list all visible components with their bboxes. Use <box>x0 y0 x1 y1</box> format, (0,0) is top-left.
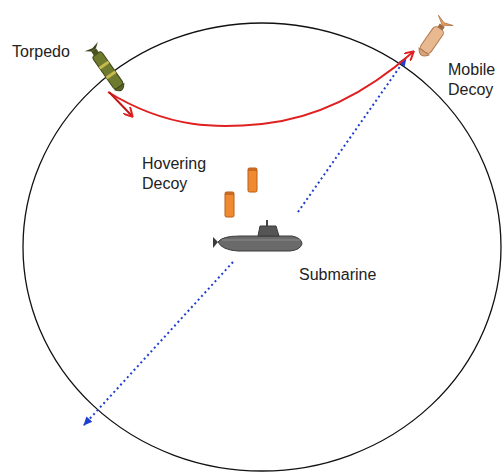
torpedo-track <box>108 52 413 126</box>
mobile-decoy-icon <box>414 15 453 60</box>
range-circle <box>23 23 501 471</box>
evasion-path <box>84 262 233 425</box>
torpedo-icon <box>85 42 129 95</box>
submarine-label: Submarine <box>299 265 376 285</box>
torpedo-heading <box>109 92 132 116</box>
mobile-decoy-label: Mobile Decoy <box>448 60 500 100</box>
hovering-decoy-icons <box>225 168 257 217</box>
hovering-decoy-label: Hovering Decoy <box>142 154 214 194</box>
submarine-icon <box>213 220 302 251</box>
torpedo-label: Torpedo <box>12 42 70 62</box>
decoy-path <box>298 58 406 212</box>
